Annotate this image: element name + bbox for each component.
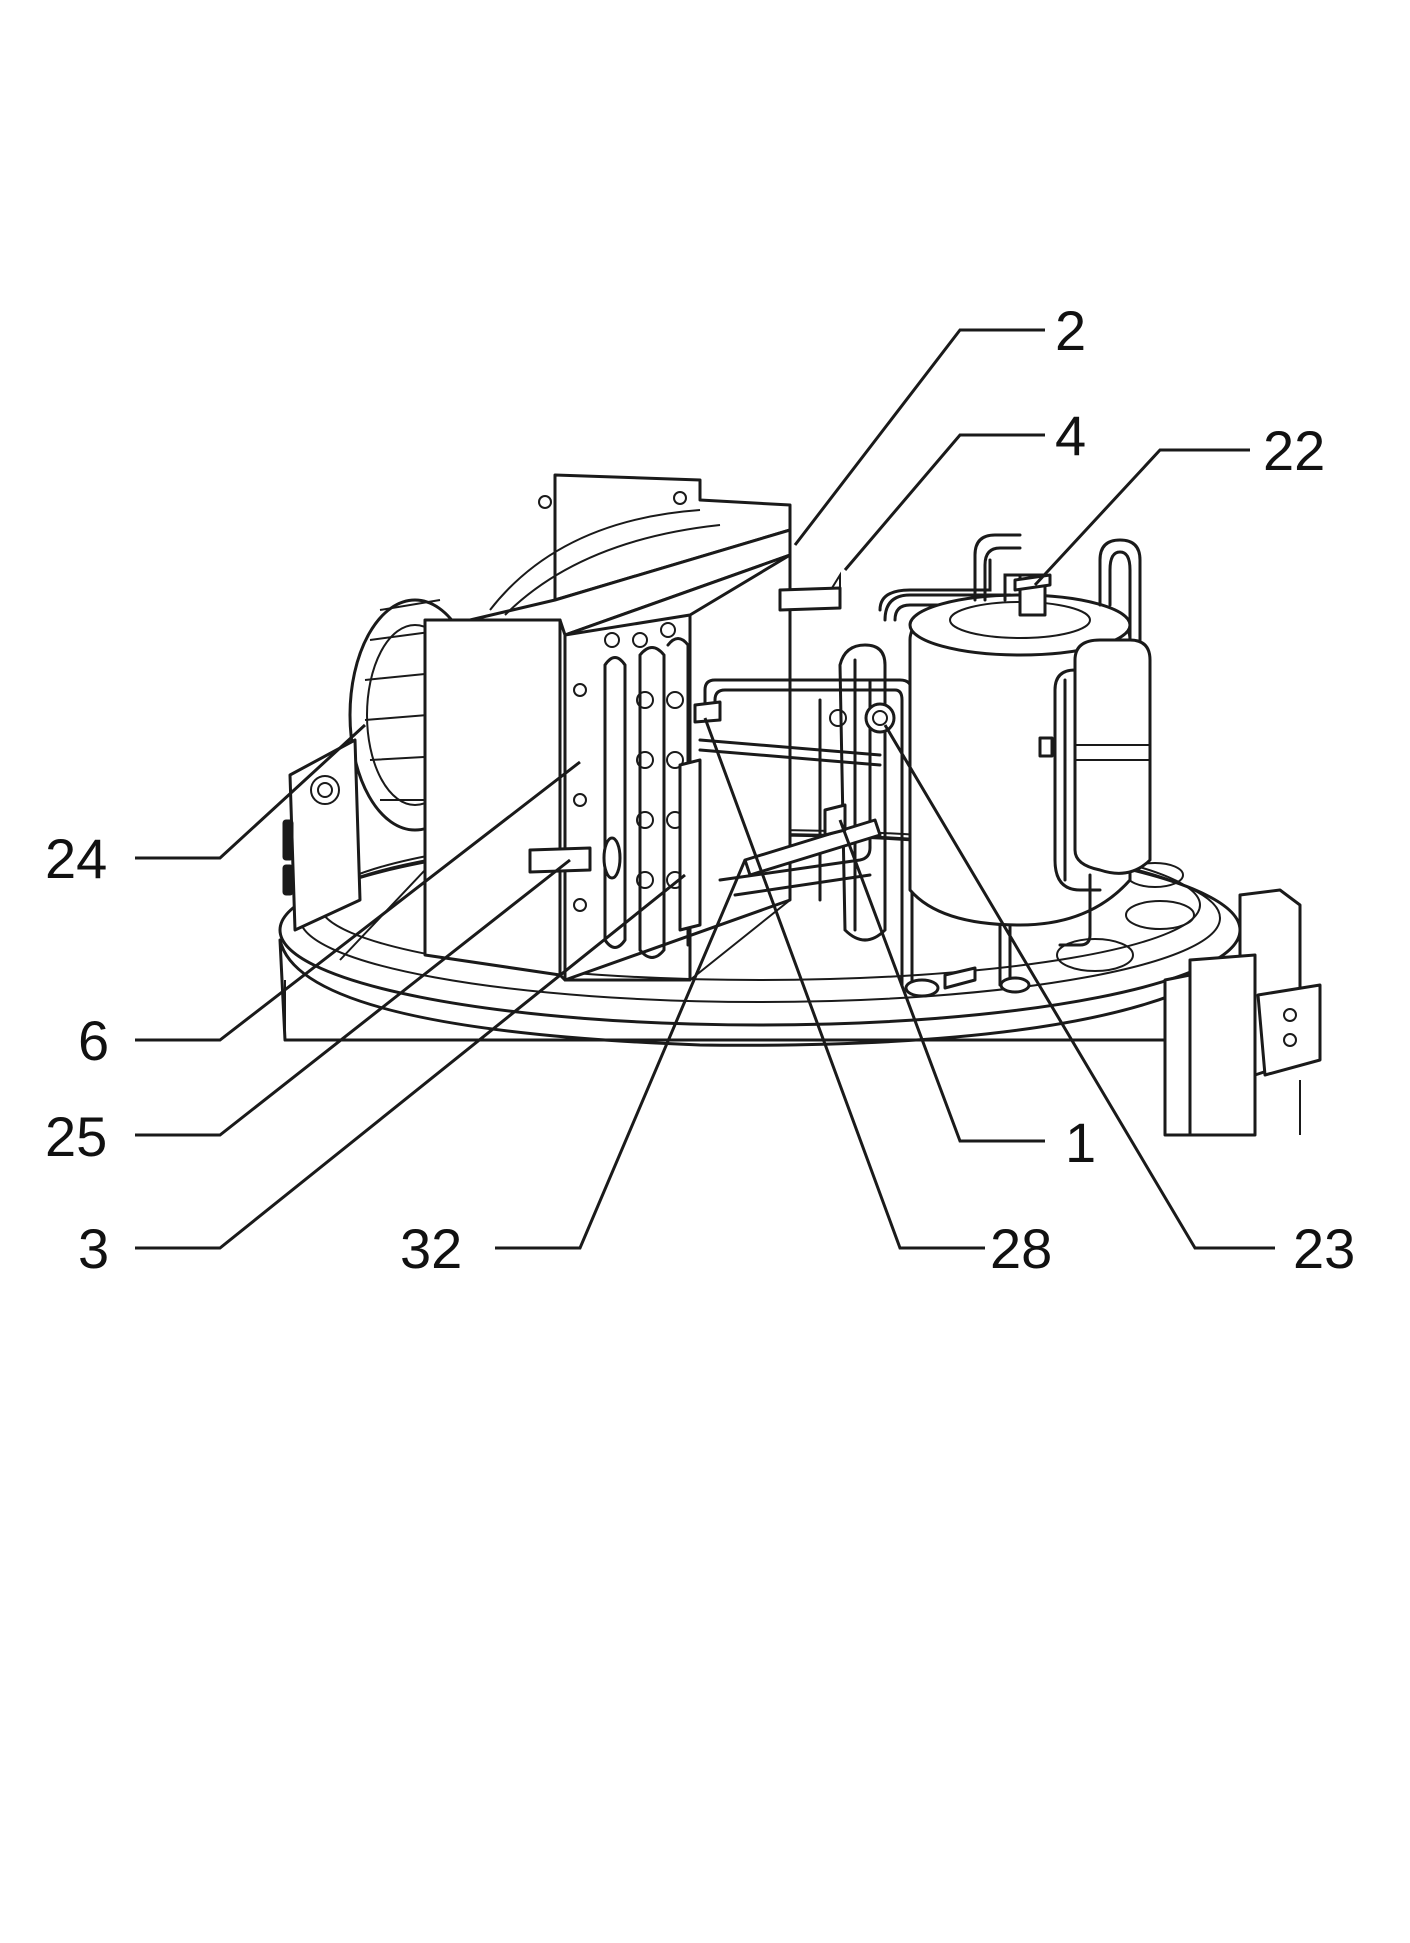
leader-2	[793, 328, 1045, 546]
leader-6	[135, 760, 581, 1042]
callout-label-1: 1	[1065, 1111, 1096, 1174]
leader-32	[495, 859, 747, 1250]
leader-23	[883, 724, 1275, 1250]
callout-label-3: 3	[78, 1217, 109, 1280]
leader-3	[135, 873, 686, 1250]
accumulator	[1053, 638, 1152, 947]
fan-housing	[468, 473, 792, 637]
callout-label-32: 32	[400, 1217, 462, 1280]
evaporator-coil	[528, 553, 792, 982]
callout-labels: 2 4 22 24 6 25 1 3 32 28 23	[45, 299, 1355, 1280]
coil-tubes	[573, 622, 690, 959]
leader-25	[135, 858, 571, 1137]
leader-1	[838, 819, 1045, 1143]
control-box	[1163, 888, 1322, 1137]
front-panel	[339, 618, 567, 982]
callout-label-2: 2	[1055, 299, 1086, 362]
leader-22	[1033, 448, 1250, 587]
leader-4	[843, 433, 1045, 571]
leader-28	[703, 717, 985, 1250]
callout-label-23: 23	[1293, 1217, 1355, 1280]
side-panel	[778, 505, 842, 900]
leader-24	[135, 723, 367, 860]
machine-drawing	[278, 473, 1322, 1137]
callout-label-28: 28	[990, 1217, 1052, 1280]
leader-lines	[135, 328, 1275, 1250]
callout-label-4: 4	[1055, 404, 1086, 467]
callout-label-24: 24	[45, 827, 107, 890]
callout-label-6: 6	[78, 1009, 109, 1072]
callout-label-22: 22	[1263, 419, 1325, 482]
callout-label-25: 25	[45, 1105, 107, 1168]
